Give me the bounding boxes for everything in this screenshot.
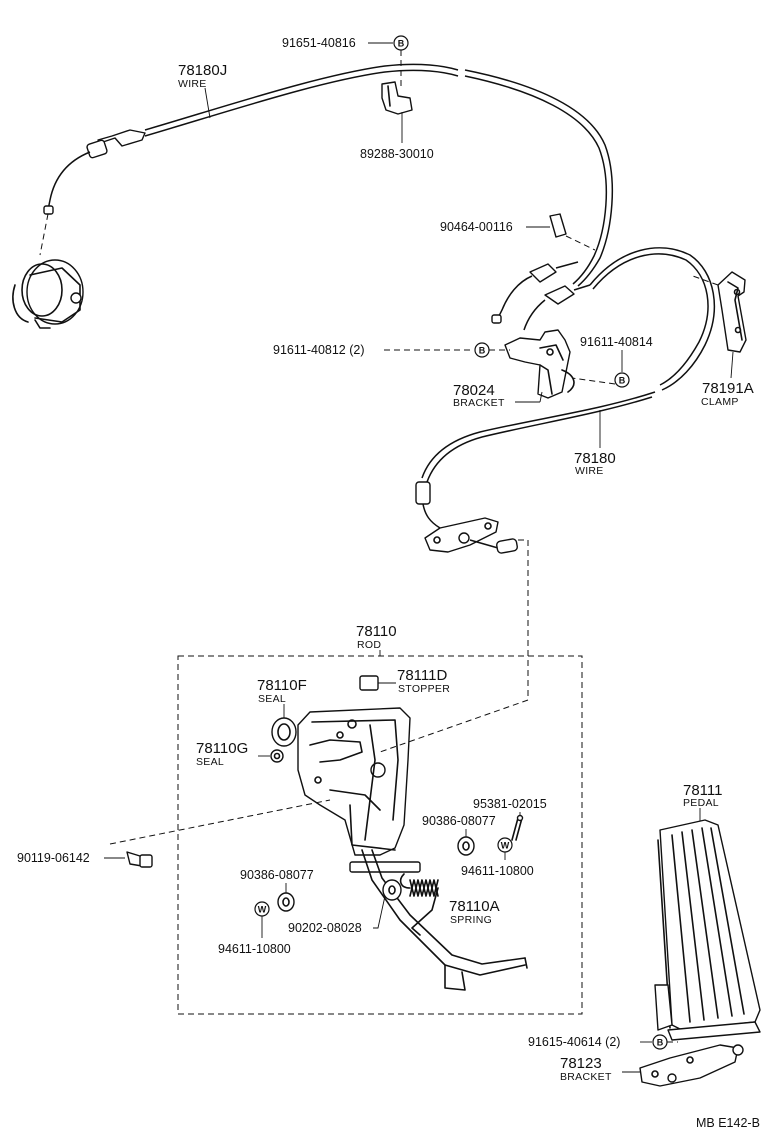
label-90386-08077-upper: 90386-08077 (422, 814, 496, 828)
label-78110g-seal: SEAL (196, 756, 224, 768)
label-91615-40614: 91615-40614 (2) (528, 1035, 620, 1049)
bolt-91651-40816: 91651-40816 B (282, 35, 409, 88)
label-94611-10800-lower: 94611-10800 (218, 942, 291, 956)
label-78110a-spring: SPRING (450, 914, 492, 926)
wire-78180j (43, 63, 459, 215)
label-78111: 78111 (683, 782, 723, 799)
wire-78180j-long (464, 69, 614, 287)
label-78123-bracket: BRACKET (560, 1071, 612, 1083)
clamp-78191a: 78191A CLAMP (689, 271, 754, 408)
wire-78180 (415, 247, 716, 529)
bolt-b-badge: B (393, 35, 409, 51)
bushing-90386-upper: 90386-08077 (422, 814, 496, 856)
pedal-bracket (297, 707, 421, 873)
svg-text:B: B (619, 376, 626, 386)
pedal-lever (361, 849, 528, 991)
cable-end-plate (424, 517, 529, 700)
svg-text:W: W (501, 841, 510, 851)
bracket-78024: 78024 BRACKET (453, 329, 575, 409)
clip-90464-00116: 90464-00116 (440, 213, 596, 251)
label-78111-pedal: PEDAL (683, 797, 719, 809)
label-78110f-seal: SEAL (258, 693, 286, 705)
label-91611-40812: 91611-40812 (2) (273, 343, 365, 357)
label-78123: 78123 (560, 1055, 602, 1072)
pedal-78111: 78111 PEDAL (654, 782, 761, 1041)
bolt-b-badge-2: B (474, 342, 490, 358)
pin-95381-02015: 95381-02015 (473, 797, 547, 841)
label-95381-02015: 95381-02015 (473, 797, 547, 811)
bolt-91611-40814: 91611-40814 B (571, 335, 653, 388)
label-78180j-wire: WIRE (178, 78, 207, 90)
bracket-78123: 78123 BRACKET (560, 1044, 744, 1087)
label-78180: 78180 (574, 450, 616, 467)
label-78110a: 78110A (449, 898, 500, 915)
bolt-b-badge-4: B (652, 1034, 668, 1050)
label-90202-08028: 90202-08028 (288, 921, 362, 935)
label-94611-10800-upper: 94611-10800 (461, 864, 534, 878)
label-89288-30010: 89288-30010 (360, 147, 434, 161)
washer-w-badge-2: W (254, 901, 270, 917)
label-78111d: 78111D (397, 667, 447, 684)
label-78110: 78110 (356, 623, 397, 640)
diagram-code: MB E142-B (696, 1116, 760, 1130)
label-78110g: 78110G (196, 740, 248, 757)
label-91651-40816: 91651-40816 (282, 36, 356, 50)
seal-78110f: 78110F SEAL (257, 677, 307, 747)
cable-ends-78024 (491, 261, 591, 331)
label-90386-08077-lower: 90386-08077 (240, 868, 314, 882)
svg-text:B: B (657, 1038, 664, 1048)
seal-78110g: 78110G SEAL (196, 740, 284, 768)
bolt-91615-40614: 91615-40614 (2) B (528, 1034, 678, 1050)
svg-text:B: B (398, 39, 405, 49)
label-90464-00116: 90464-00116 (440, 220, 513, 234)
nut-94611-upper: W 94611-10800 (461, 837, 534, 878)
label-91611-40814: 91611-40814 (580, 335, 653, 349)
nut-94611-lower: W 94611-10800 (218, 901, 291, 956)
label-78110f: 78110F (257, 677, 307, 694)
label-78024: 78024 (453, 382, 495, 399)
stopper-78111d: 78111D STOPPER (359, 667, 450, 695)
label-78180j: 78180J (178, 62, 227, 79)
link-dash-cable-rod (379, 699, 529, 753)
spring-78110a: 78110A SPRING (399, 873, 500, 936)
label-78180-wire: WIRE (575, 465, 604, 477)
bolt-91611-40812: 91611-40812 (2) B (273, 342, 510, 358)
label-78191a-clamp: CLAMP (701, 396, 739, 408)
label-90119-06142: 90119-06142 (17, 851, 90, 865)
washer-90202-08028: 90202-08028 (288, 879, 402, 935)
washer-w-badge: W (497, 837, 513, 853)
clip-89288-30010: 89288-30010 (360, 81, 434, 161)
label-78191a: 78191A (702, 380, 754, 397)
rod-assembly-78110: 78110 ROD (177, 623, 583, 1015)
throttle-body (12, 213, 84, 329)
bushing-90386-lower: 90386-08077 (240, 868, 314, 912)
svg-text:B: B (479, 346, 486, 356)
label-78110-rod: ROD (357, 639, 381, 651)
label-78111d-stopper: STOPPER (398, 683, 450, 695)
label-78024-bracket: BRACKET (453, 397, 505, 409)
bolt-b-badge-3: B (614, 372, 630, 388)
bolt-90119-06142: 90119-06142 (17, 799, 331, 868)
svg-text:W: W (258, 905, 267, 915)
